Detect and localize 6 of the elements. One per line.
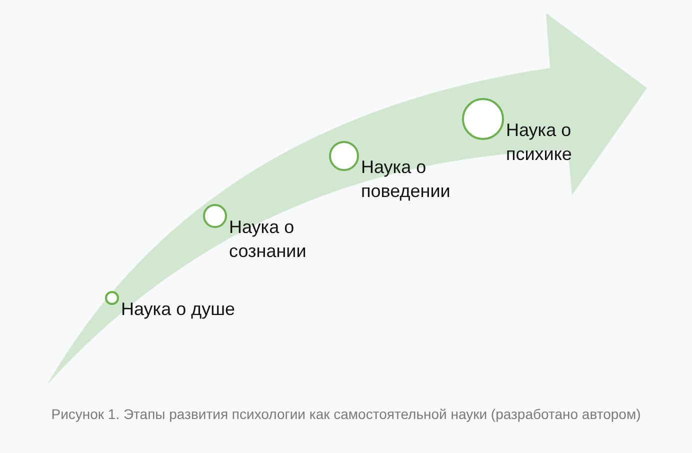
stage-label: Наука о душе: [121, 298, 236, 321]
stage-label: Наука о психике: [506, 119, 573, 166]
stage-label: Наука о сознании: [229, 216, 308, 263]
caption: Рисунок 1. Этапы развития психологии как самостоятельной науки (разработано автором): [50, 405, 642, 424]
circle-marker: [105, 291, 119, 305]
stage-label: Наука о поведении: [361, 156, 452, 203]
